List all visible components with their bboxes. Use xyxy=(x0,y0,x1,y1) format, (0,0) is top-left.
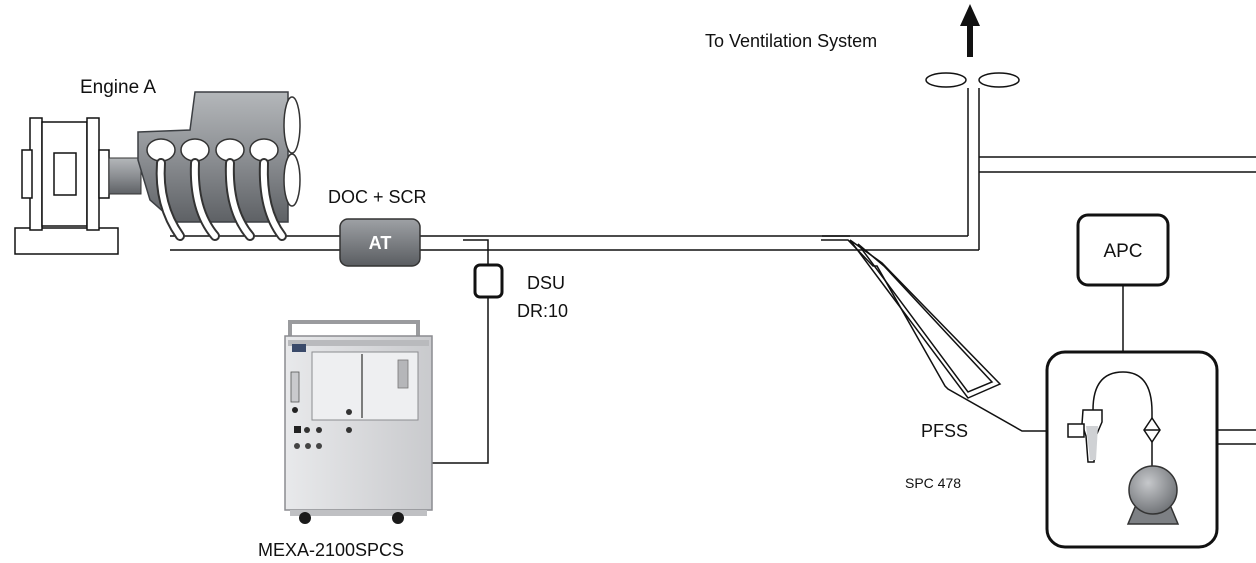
pfss-sampling-line xyxy=(821,235,1058,432)
analyzer-cabinet xyxy=(284,320,433,524)
ventilation-label: To Ventilation System xyxy=(705,31,877,51)
dsu-box xyxy=(473,263,504,299)
sampling-enclosure xyxy=(1045,350,1256,549)
aftertreatment-title: DOC + SCR xyxy=(328,187,427,207)
dsu-sample-line xyxy=(432,239,489,464)
pump-icon xyxy=(1126,465,1180,525)
analyzer-label: MEXA-2100SPCS xyxy=(258,540,404,560)
exhaust-pipe xyxy=(170,88,1256,251)
up-arrow-icon xyxy=(960,4,980,57)
aftertreatment-unit: AT xyxy=(339,218,421,267)
aftertreatment-box-label: AT xyxy=(369,233,392,253)
engine-illustration xyxy=(14,91,301,255)
dsu-ratio-label: DR:10 xyxy=(517,301,568,321)
ventilation-fan-icon xyxy=(925,72,1020,88)
apc-label: APC xyxy=(1103,241,1142,262)
valve-icon xyxy=(1143,416,1161,466)
engine-label: Engine A xyxy=(80,77,156,98)
pfss-label: PFSS xyxy=(921,421,968,441)
spc-label: SPC 478 xyxy=(905,475,961,491)
dsu-label: DSU xyxy=(527,273,565,293)
